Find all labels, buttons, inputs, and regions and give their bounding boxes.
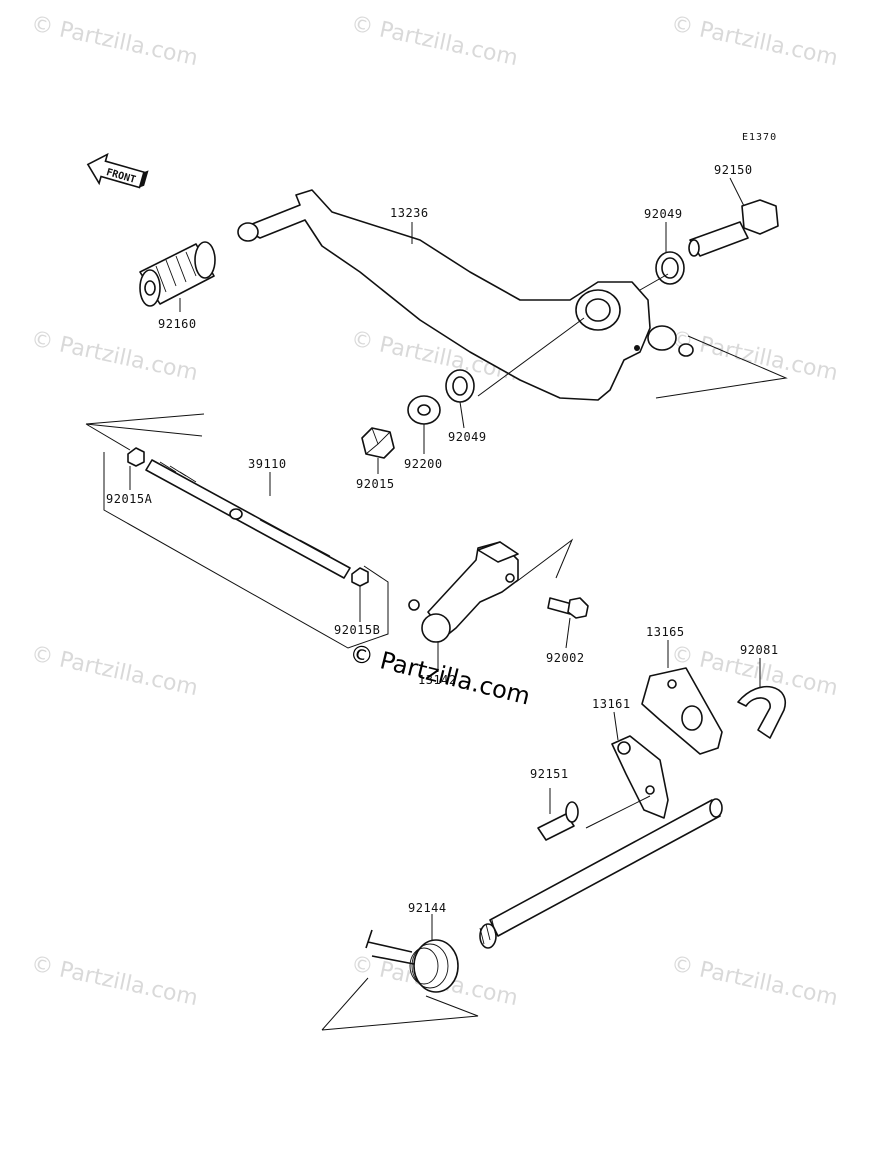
part-label-39110: 39110 xyxy=(248,457,287,471)
shift-lever-13142 xyxy=(421,541,519,643)
washer-92049-upper xyxy=(655,251,685,285)
part-label-92160: 92160 xyxy=(158,317,197,331)
watermark-text: © Partzilla.com xyxy=(349,11,520,71)
watermark-text: © Partzilla.com xyxy=(669,326,840,386)
part-label-92002: 92002 xyxy=(546,651,585,665)
watermark-text: © Partzilla.com xyxy=(29,326,200,386)
part-label-13161: 13161 xyxy=(592,697,631,711)
part-label-92049-lower: 92049 xyxy=(448,430,487,444)
watermark-text: © Partzilla.com xyxy=(669,11,840,71)
washer-92200 xyxy=(407,395,441,425)
part-labels: 13236 92150 92049 92160 92049 92200 9201… xyxy=(106,163,779,915)
part-label-92049-upper: 92049 xyxy=(644,207,683,221)
part-label-92015: 92015 xyxy=(356,477,395,491)
part-label-92015A: 92015A xyxy=(106,492,153,506)
front-arrow-icon: FRONT xyxy=(86,152,149,189)
leader-lines xyxy=(85,177,788,1031)
watermark-text: © Partzilla.com xyxy=(669,951,840,1011)
part-label-92150: 92150 xyxy=(714,163,753,177)
part-label-92151: 92151 xyxy=(530,767,569,781)
watermark-text: © Partzilla.com xyxy=(29,951,200,1011)
shift-pedal-lever xyxy=(237,189,694,401)
spring-92144 xyxy=(365,929,459,993)
bolt-92002 xyxy=(547,597,589,619)
tie-rod-39110 xyxy=(127,447,420,611)
watermark-text: © Partzilla.com xyxy=(29,11,200,71)
cap-nut-92015 xyxy=(361,427,395,459)
part-label-13236: 13236 xyxy=(390,206,429,220)
bolt-92150 xyxy=(688,199,779,257)
watermark-grid: © Partzilla.com © Partzilla.com © Partzi… xyxy=(29,11,840,1011)
watermark-main: © Partzilla.com xyxy=(347,639,533,711)
part-label-13142: 13142 xyxy=(418,673,457,687)
watermark-text: © Partzilla.com xyxy=(29,641,200,701)
diagram-code: E1370 xyxy=(742,132,777,143)
part-label-92015B: 92015B xyxy=(334,623,380,637)
part-label-92200: 92200 xyxy=(404,457,443,471)
part-label-92144: 92144 xyxy=(408,901,447,915)
shift-shaft-13161 xyxy=(479,735,723,949)
pedal-rubber-92160 xyxy=(139,241,216,307)
washer-92049-lower xyxy=(445,369,475,403)
part-label-13165: 13165 xyxy=(646,625,685,639)
plate-13165 xyxy=(641,667,723,755)
stud-92151 xyxy=(537,801,579,841)
part-label-92081: 92081 xyxy=(740,643,779,657)
spring-clip-92081 xyxy=(737,685,787,739)
